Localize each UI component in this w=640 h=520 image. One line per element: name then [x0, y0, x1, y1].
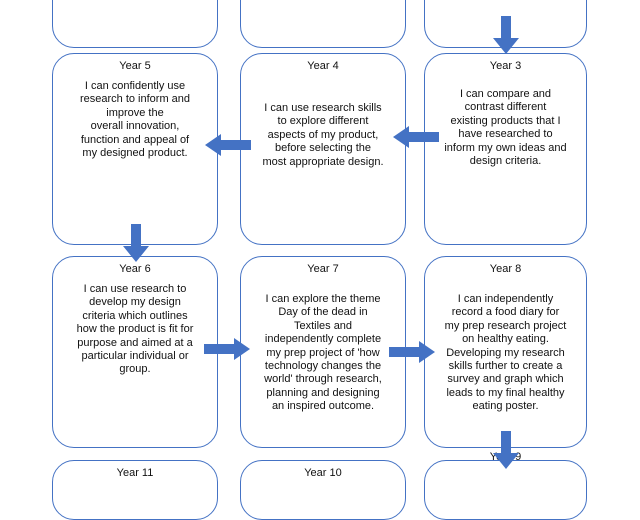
card-year-7: Year 7 I can explore the theme Day of th… [240, 256, 406, 448]
arrow-right-icon [204, 338, 250, 360]
card-top-middle [240, 0, 406, 48]
card-year-7-text: I can explore the theme Day of the dead … [264, 293, 382, 413]
card-year-10-title: Year 10 [304, 467, 342, 479]
card-year-4-text: I can use research skills to explore dif… [262, 102, 384, 168]
card-year-5-text: I can confidently use research to inform… [79, 80, 191, 160]
card-year-10: Year 10 [240, 460, 406, 520]
card-top-left [52, 0, 218, 48]
card-year-8-text: I can independently record a food diary … [444, 293, 567, 413]
card-year-5-title: Year 5 [119, 60, 151, 72]
card-year-4: Year 4 I can use research skills to expl… [240, 53, 406, 245]
card-year-3-title: Year 3 [489, 60, 522, 72]
arrow-right-icon [389, 341, 435, 363]
arrow-left-icon [205, 134, 251, 156]
card-year-7-title: Year 7 [307, 263, 339, 275]
card-year-9: Year 9 [424, 451, 587, 520]
card-year-5: Year 5 I can confidently use research to… [52, 53, 218, 245]
card-year-4-title: Year 4 [307, 60, 339, 72]
card-year-8-title: Year 8 [489, 263, 522, 275]
card-year-8: Year 8 I can independently record a food… [424, 256, 587, 448]
card-year-3-text: I can compare and contrast different exi… [444, 88, 567, 168]
arrow-down-icon [493, 431, 519, 469]
card-year-6-text: I can use research to develop my design … [76, 283, 194, 376]
card-year-11-title: Year 11 [116, 467, 154, 479]
card-year-6-title: Year 6 [119, 263, 151, 275]
card-year-6: Year 6 I can use research to develop my … [52, 256, 218, 448]
card-year-11: Year 11 [52, 460, 218, 520]
arrow-down-icon [123, 224, 149, 262]
card-year-3: Year 3 I can compare and contrast differ… [424, 53, 587, 245]
arrow-down-icon [493, 16, 519, 54]
arrow-left-icon [393, 126, 439, 148]
